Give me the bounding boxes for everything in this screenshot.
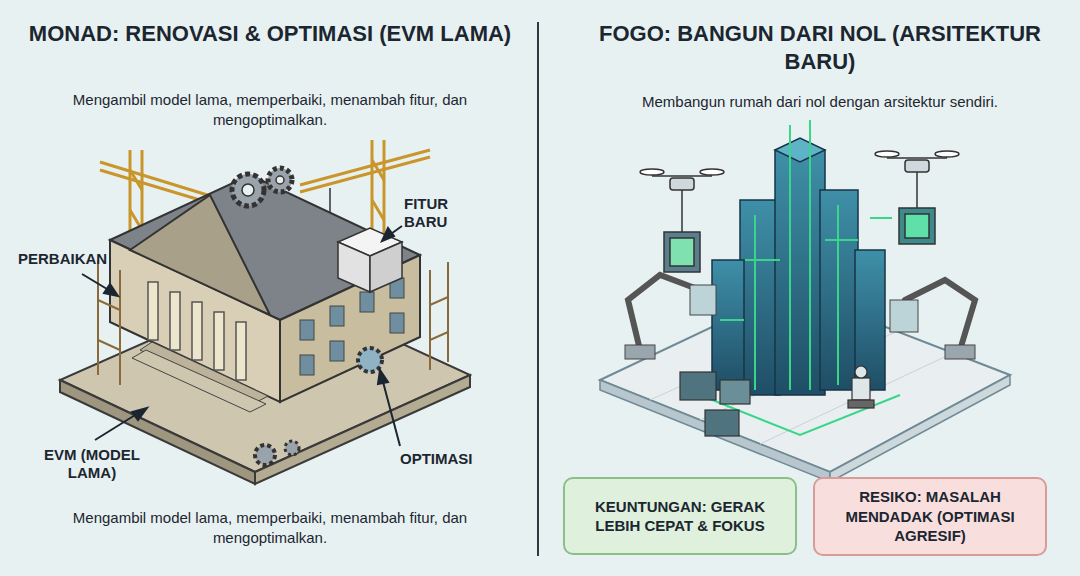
panel-caption: Mengambil model lama, memperbaiki, menam…	[50, 508, 490, 547]
callout-label: PERBAIKAN	[18, 250, 138, 268]
info-box: KEUNTUNGAN: GERAK LEBIH CEPAT & FOKUS	[563, 477, 797, 555]
panel-heading: MONAD: RENOVASI & OPTIMASI (EVM LAMA)	[20, 20, 520, 48]
callout-label: OPTIMASI	[400, 450, 510, 468]
callout-label: FITUR BARU	[404, 195, 474, 231]
info-box: RESIKO: MASALAH MENDADAK (OPTIMASI AGRES…	[813, 477, 1047, 556]
panel-subtitle: Membangun rumah dari nol dengan arsitekt…	[570, 92, 1070, 112]
box-text: KEUNTUNGAN: GERAK LEBIH CEPAT & FOKUS	[575, 497, 785, 536]
panel-heading: FOGO: BANGUN DARI NOL (ARSITEKTUR BARU)	[570, 20, 1070, 75]
callout-label: EVM (MODEL LAMA)	[22, 446, 162, 482]
box-text: RESIKO: MASALAH MENDADAK (OPTIMASI AGRES…	[825, 487, 1035, 546]
panel-subtitle: Mengambil model lama, memperbaiki, menam…	[50, 90, 490, 129]
